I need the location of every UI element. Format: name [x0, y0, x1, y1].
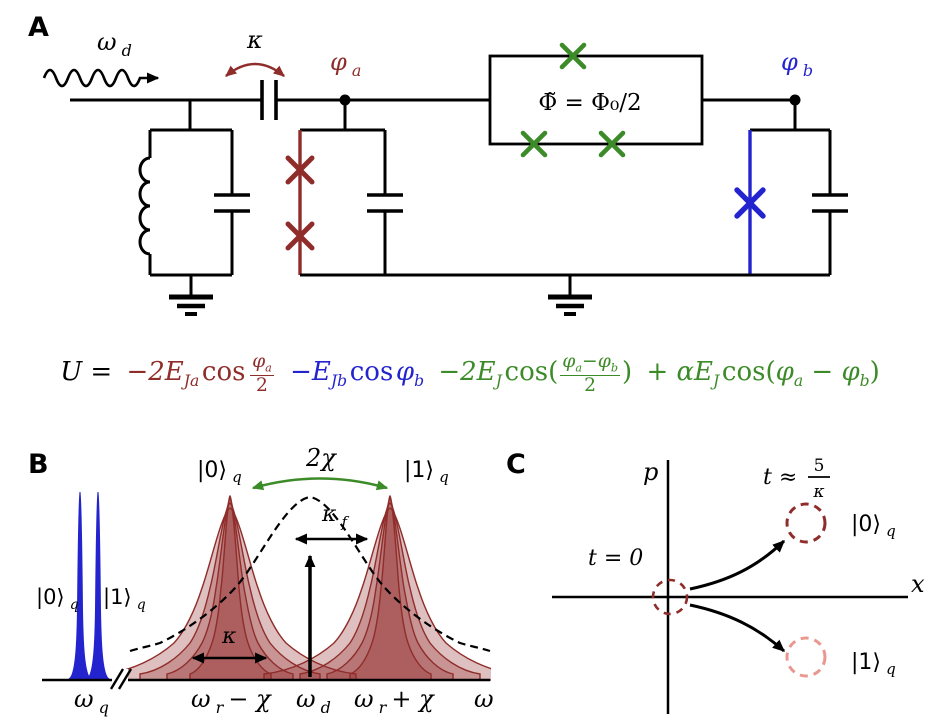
flux-bias-label: Φ̃ = Φ₀/2 [538, 90, 641, 116]
trajectory-arrow-state1 [689, 603, 785, 653]
equation-lhs: U = [60, 356, 113, 387]
ket1-resonator-label: |1⟩ q [404, 458, 449, 486]
axis-break-icon [109, 668, 133, 691]
coupling-kappa-label: κ [246, 26, 263, 54]
svg-text:κ: κ [812, 482, 824, 502]
qubit-a-branch [285, 100, 403, 277]
phi-a-label: φ a [330, 48, 361, 80]
panel-b-label: B [28, 449, 49, 480]
tick-omega-q: ω q [74, 685, 109, 717]
inductor-icon [138, 156, 151, 256]
svg-text:5: 5 [814, 456, 825, 476]
panel-a-circuit: A ω d κ φ a [28, 12, 848, 316]
coupling-capacitor [260, 80, 278, 120]
squid-coupler-box: Φ̃ = Φ₀/2 [488, 42, 704, 158]
p-axis-label: p [643, 458, 658, 486]
panel-a-label: A [28, 12, 49, 43]
filter-lineshape-dashed [129, 495, 491, 653]
axis-omega-label: ω [474, 685, 494, 713]
svg-text:t ≈: t ≈ [763, 465, 797, 490]
chi-splitting-label: 2χ [305, 444, 337, 472]
equation-term-qubit-b: −EJb cos φb [290, 356, 425, 390]
chi-splitting-arrow [251, 477, 389, 491]
ket0-resonator-label: |0⟩ q [197, 458, 242, 486]
drive-frequency-label: ω d [97, 28, 132, 60]
tick-omega-r-plus-chi: ω r + χ [354, 685, 435, 717]
kappa-f-label: κ f [321, 502, 350, 531]
readout-resonator [138, 100, 250, 296]
ket1-state-label: |1⟩ q [851, 650, 896, 678]
panel-b-spectrum: B |0⟩ q |1⟩ q [28, 444, 494, 717]
resonator-peak-state1 [263, 494, 491, 681]
state0-circle [785, 502, 827, 544]
phi-b-label: φ b [781, 48, 813, 80]
ket0-state-label: |0⟩ q [851, 512, 896, 540]
tick-omega-r-minus-chi: ω r − χ [191, 685, 272, 717]
qubit-spectrum-peaks [67, 491, 111, 680]
squid-junction-icon [598, 130, 626, 158]
t0-label: t = 0 [588, 546, 643, 571]
ground-left-icon [169, 294, 213, 316]
drive-wave-arrow [42, 68, 160, 88]
equation-term-alpha: + αEJ cos(φa − φb) [646, 356, 880, 390]
t-approx-label: t ≈ 5 κ [763, 456, 830, 502]
squid-junction-icon [520, 130, 548, 158]
ket1-qubit-label: |1⟩ q [103, 585, 146, 613]
panel-c-label: C [506, 449, 526, 480]
kappa-width-label: κ [221, 624, 237, 649]
tick-omega-d: ω d [296, 685, 331, 717]
x-axis-label: x [911, 570, 925, 598]
resonator-peak-state0 [126, 494, 357, 681]
panel-c-phase-space: C p x t = 0 t ≈ 5 κ |0⟩ q |1⟩ q [506, 449, 925, 714]
ket0-qubit-label: |0⟩ q [36, 585, 79, 613]
josephson-junction-icon [285, 221, 315, 251]
josephson-junction-icon [285, 155, 315, 185]
initial-state-circle [651, 578, 689, 616]
trajectory-arrow-state0 [689, 539, 786, 591]
kappa-double-arrow [225, 62, 285, 77]
ground-center-icon [548, 294, 592, 316]
state1-circle [785, 636, 827, 678]
qubit-b-branch [734, 100, 848, 277]
josephson-junction-icon [734, 187, 766, 219]
squid-junction-icon [559, 42, 587, 70]
